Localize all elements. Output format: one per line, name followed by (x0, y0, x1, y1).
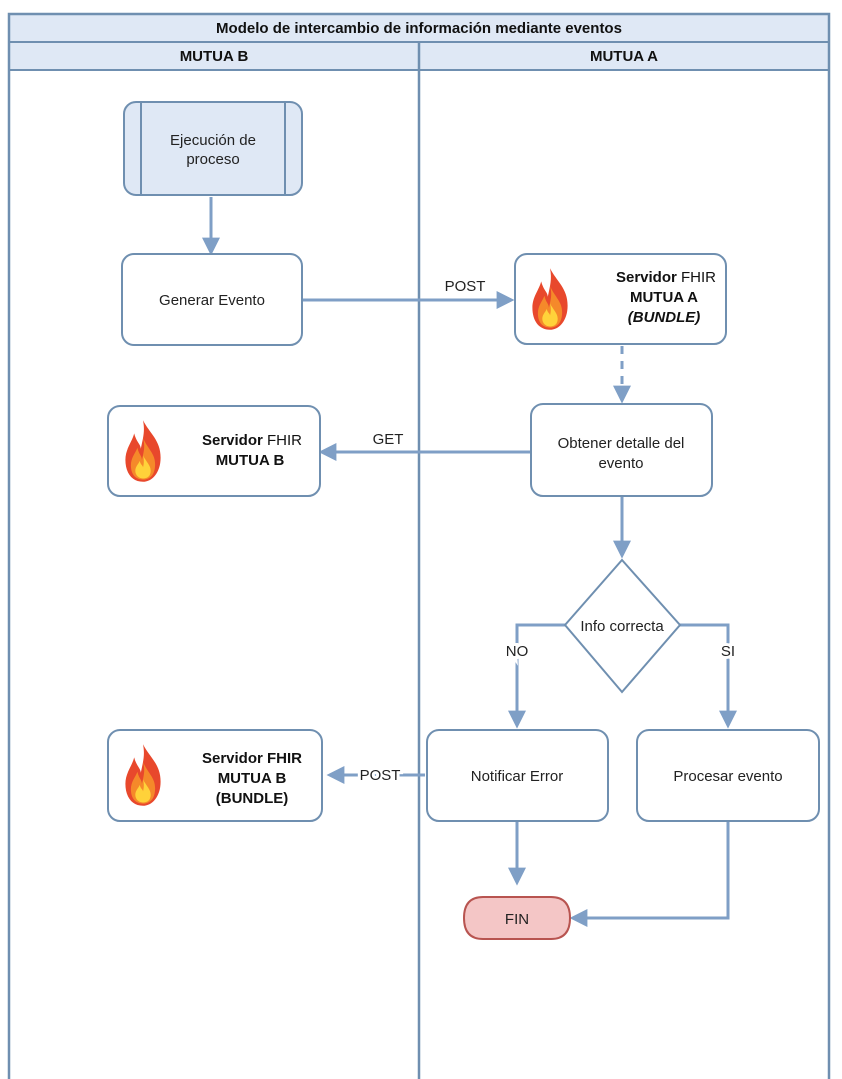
edge-decision-procesar (680, 623, 737, 729)
node-servidor-fhir-a[interactable]: Servidor FHIR MUTUA A (BUNDLE) (514, 253, 727, 345)
edge-label-get: GET (373, 431, 404, 448)
ejecucion-line2: proceso (186, 151, 239, 168)
obtener-shape (530, 403, 713, 497)
servidor-a-line2: MUTUA A (630, 289, 698, 306)
notificar-label: Notificar Error (471, 768, 564, 785)
edge-procesar-fin (569, 822, 730, 927)
servidor-b-post-line2: MUTUA B (218, 770, 287, 787)
lane-title-mutua-b: MUTUA B (180, 48, 249, 65)
servidor-b-get-suffix: FHIR (263, 432, 302, 449)
subprocess-shape (123, 101, 303, 196)
fin-label: FIN (505, 911, 529, 928)
node-servidor-fhir-b-get[interactable]: Servidor FHIR MUTUA B (107, 405, 321, 497)
edges: POST GET NO SI POST (202, 197, 738, 927)
generar-label: Generar Evento (159, 292, 265, 309)
decision-shape (563, 558, 682, 694)
pool-border (7, 12, 831, 1079)
edge-label-post-2: POST (360, 767, 401, 784)
lane-title-mutua-a: MUTUA A (590, 48, 658, 65)
servidor-a-line1: Servidor FHIR (616, 269, 716, 286)
fin-shape (462, 896, 572, 940)
edge-decision-notificar (508, 623, 565, 729)
servidor-b-get-prefix: Servidor (202, 432, 263, 449)
node-generar-evento[interactable]: Generar Evento (121, 253, 303, 346)
edge-label-si: SI (721, 643, 735, 660)
servidor-b-post-shape (107, 729, 323, 822)
node-notificar-error[interactable]: Notificar Error (426, 729, 609, 822)
lane-header-left (8, 41, 420, 71)
edge-label-no: NO (506, 643, 529, 660)
generar-shape (121, 253, 303, 346)
servidor-b-post-line3: (BUNDLE) (216, 790, 289, 807)
node-fin[interactable]: FIN (462, 896, 572, 940)
node-obtener-detalle[interactable]: Obtener detalle del evento (530, 403, 713, 497)
edge-label-post-1: POST (445, 278, 486, 295)
servidor-b-get-shape (107, 405, 321, 497)
node-servidor-fhir-b-post[interactable]: Servidor FHIR MUTUA B (BUNDLE) (107, 729, 323, 822)
obtener-line1: Obtener detalle del (558, 435, 685, 452)
node-decision[interactable]: Info correcta (563, 558, 682, 694)
servidor-a-line3: (BUNDLE) (628, 309, 701, 326)
servidor-b-get-line2: MUTUA B (216, 452, 285, 469)
decision-label: Info correcta (580, 618, 664, 635)
servidor-b-post-line1: Servidor FHIR (202, 750, 302, 767)
servidor-b-get-line1: Servidor FHIR (202, 432, 302, 449)
notificar-shape (426, 729, 609, 822)
pool-title: Modelo de intercambio de información med… (216, 20, 622, 37)
pool: Modelo de intercambio de información med… (7, 12, 831, 1079)
procesar-label: Procesar evento (673, 768, 782, 785)
ejecucion-line1: Ejecución de (170, 132, 256, 149)
obtener-line2: evento (598, 455, 643, 472)
node-ejecucion[interactable]: Ejecución de proceso (123, 101, 303, 196)
node-procesar-evento[interactable]: Procesar evento (636, 729, 820, 822)
servidor-a-prefix: Servidor (616, 269, 677, 286)
servidor-a-shape (514, 253, 727, 345)
lane-header-right (418, 41, 830, 71)
servidor-a-suffix: FHIR (677, 269, 716, 286)
procesar-shape (636, 729, 820, 822)
